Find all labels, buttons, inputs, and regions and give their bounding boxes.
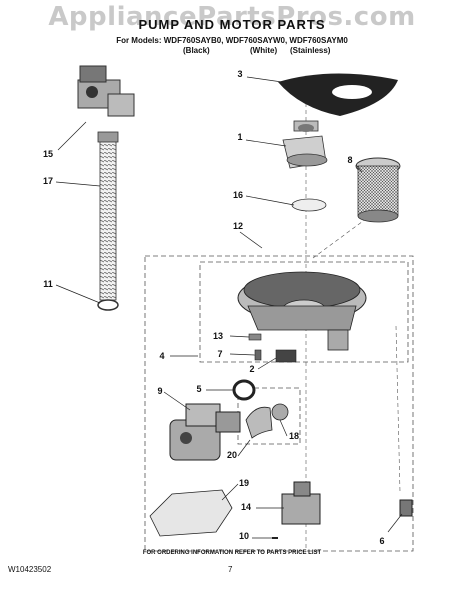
part-15-valve xyxy=(77,65,135,117)
callout-20: 20 xyxy=(226,450,237,460)
callout-11: 11 xyxy=(43,279,53,289)
callout-12: 12 xyxy=(232,221,243,231)
variant-white: (White) xyxy=(250,46,278,55)
assembly-outline xyxy=(144,255,414,552)
callout-4: 4 xyxy=(159,351,165,361)
part-16-ring xyxy=(291,198,327,212)
callout-2: 2 xyxy=(249,364,255,374)
part-5-seal xyxy=(232,379,256,401)
callout-6: 6 xyxy=(379,536,385,546)
watermark: AppliancePartsPros.com xyxy=(48,2,416,32)
page-number: 7 xyxy=(228,565,233,574)
part-19-cover xyxy=(149,489,233,537)
callout-13: 13 xyxy=(212,331,223,341)
callout-1: 1 xyxy=(237,132,243,142)
callout-9: 9 xyxy=(157,386,163,396)
part-9-motor xyxy=(169,403,241,461)
part-1-mount xyxy=(282,120,328,169)
part-7 xyxy=(254,349,262,361)
sump-outline xyxy=(199,261,409,363)
part-18 xyxy=(271,403,289,421)
models-line: For Models: WDF760SAYB0, WDF760SAYW0, WD… xyxy=(116,36,348,45)
part-2 xyxy=(275,349,297,363)
callout-14: 14 xyxy=(240,502,251,512)
part-13 xyxy=(248,333,262,341)
callout-3: 3 xyxy=(237,69,243,79)
callout-19: 19 xyxy=(238,478,249,488)
callout-8: 8 xyxy=(347,155,353,165)
part-6-clip xyxy=(399,499,413,517)
part-17-hose xyxy=(99,139,117,301)
callout-16: 16 xyxy=(232,190,243,200)
callout-17: 17 xyxy=(42,176,53,186)
part-20-elbow xyxy=(245,406,273,439)
callout-5: 5 xyxy=(196,384,202,394)
page-title: PUMP AND MOTOR PARTS xyxy=(138,17,326,32)
callout-18: 18 xyxy=(288,431,299,441)
part-12-sump xyxy=(237,271,367,351)
variant-black: (Black) xyxy=(183,46,210,55)
part-14-drain-pump xyxy=(281,481,321,525)
variant-stainless: (Stainless) xyxy=(290,46,331,55)
doc-number: W10423502 xyxy=(8,565,52,574)
callout-7: 7 xyxy=(217,349,223,359)
part-11-clamp xyxy=(97,299,119,311)
part-8-filter xyxy=(355,157,401,223)
callout-15: 15 xyxy=(42,149,53,159)
callout-10: 10 xyxy=(238,531,249,541)
ordering-note: FOR ORDERING INFORMATION REFER TO PARTS … xyxy=(142,550,322,556)
